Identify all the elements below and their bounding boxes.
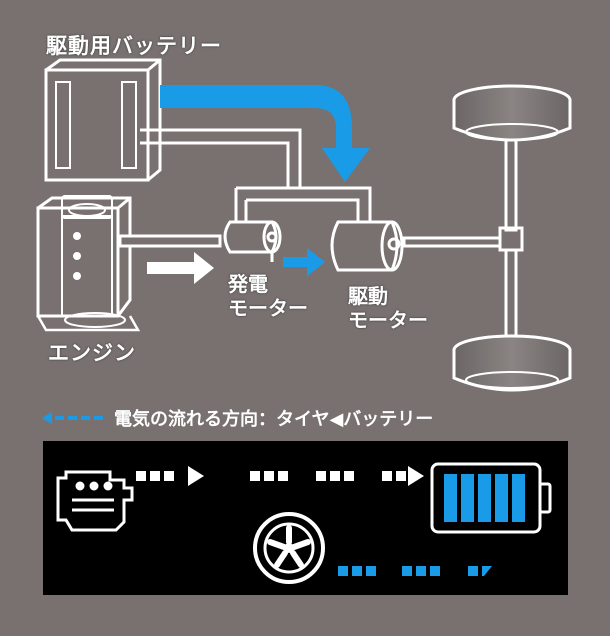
legend: 電気の流れる方向：タイヤ◀バッテリー — [42, 405, 582, 431]
wheel-top — [452, 84, 572, 142]
tire-icon — [253, 512, 325, 584]
battery-block — [44, 58, 162, 182]
battery-icon — [430, 462, 552, 534]
battery-bar — [495, 474, 508, 522]
engine-icon — [56, 470, 134, 532]
battery-to-motor-arrow — [160, 85, 370, 182]
engine-label: エンジン — [48, 341, 136, 365]
battery-bar — [512, 474, 525, 522]
engine-block — [36, 195, 141, 332]
battery-label: 駆動用バッテリー — [46, 34, 222, 58]
battery-bar — [478, 474, 491, 522]
drive-motor — [330, 220, 404, 272]
legend-arrow — [42, 412, 103, 424]
battery-bars — [444, 474, 525, 522]
drive-motor-label-line1: 駆動 — [348, 284, 388, 308]
engine-to-generator-arrow — [147, 252, 214, 284]
generator-motor-label-line2: モーター — [228, 296, 308, 320]
drive-motor-label: 駆動 モーター — [348, 284, 428, 332]
generator-motor-label-line1: 発電 — [228, 272, 268, 296]
legend-text: 電気の流れる方向：タイヤ◀バッテリー — [114, 409, 434, 430]
wheel-bottom — [452, 334, 572, 392]
flow-dashes-bottom — [338, 566, 492, 576]
generator-motor — [223, 220, 282, 262]
panel-contents — [43, 441, 568, 595]
generator-motor-label: 発電 モーター — [228, 272, 308, 320]
battery-bar — [461, 474, 474, 522]
drive-motor-label-line2: モーター — [348, 308, 428, 332]
wiring — [118, 128, 372, 248]
generator-to-motor-arrow — [283, 248, 325, 276]
flow-dashes-top — [136, 466, 424, 486]
battery-bar — [444, 474, 457, 522]
